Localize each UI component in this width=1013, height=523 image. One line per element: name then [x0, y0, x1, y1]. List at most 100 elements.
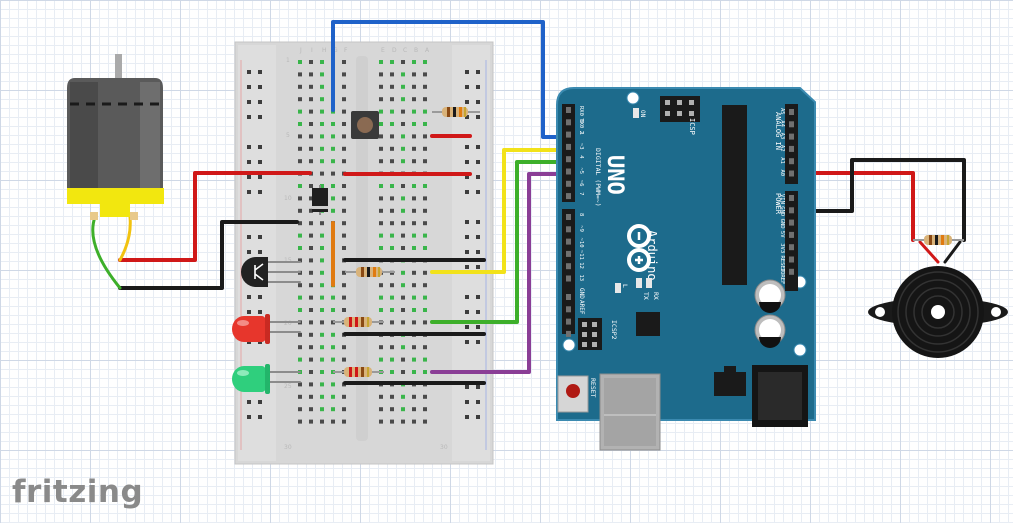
icsp-pin	[689, 100, 694, 105]
digital-pin-socket[interactable]	[566, 306, 571, 313]
analog-pin-socket[interactable]	[789, 158, 794, 165]
breadboard-hole	[412, 270, 416, 275]
row-label: 1	[286, 57, 290, 64]
digital-pin-socket[interactable]	[566, 107, 571, 113]
rail-hole	[258, 310, 262, 314]
breadboard-hole	[342, 196, 346, 201]
digital-pin-socket[interactable]	[566, 238, 571, 245]
breadboard-hole	[331, 295, 335, 300]
rail-hole	[247, 190, 251, 194]
analog-pin-socket[interactable]	[789, 145, 794, 152]
rail-hole	[465, 115, 469, 119]
breadboard-hole	[309, 159, 313, 164]
digital-pin-socket[interactable]	[566, 214, 571, 220]
usb-port[interactable]	[599, 373, 661, 451]
breadboard-hole	[309, 221, 313, 226]
rail-hole	[247, 310, 251, 314]
column-label: A	[425, 47, 430, 54]
motor-shaft	[115, 54, 122, 82]
reset-button[interactable]	[557, 375, 589, 413]
digital-pin-sockets	[566, 107, 571, 337]
analog-pin-socket[interactable]	[789, 121, 794, 128]
wire-red-a0[interactable]	[796, 171, 915, 242]
digital-pin-socket[interactable]	[566, 143, 571, 150]
breadboard-hole	[423, 196, 427, 201]
digital-pin-socket[interactable]	[566, 131, 571, 138]
digital-header-upper	[562, 104, 575, 202]
power-pin-socket[interactable]	[789, 207, 794, 214]
digital-pin-socket[interactable]	[566, 250, 571, 257]
power-pin-socket[interactable]	[789, 256, 794, 263]
breadboard-hole	[320, 320, 324, 325]
power-pin-socket[interactable]	[789, 195, 794, 201]
wire-black-motor[interactable]	[118, 220, 299, 290]
breadboard-hole	[342, 357, 346, 362]
wire-blue-pin2[interactable]	[331, 20, 570, 139]
breadboard-hole	[379, 97, 383, 102]
breadboard-hole	[423, 146, 427, 151]
breadboard-hole	[412, 345, 416, 350]
breadboard-hole	[379, 394, 383, 399]
power-pin-socket[interactable]	[789, 244, 794, 251]
breadboard-hole	[412, 84, 416, 89]
label-icsp2: ICSP2	[610, 320, 618, 340]
column-label: H	[322, 47, 327, 54]
digital-pin-socket[interactable]	[566, 180, 571, 187]
digital-pin-socket[interactable]	[566, 275, 571, 282]
power-pin-label: 5V	[779, 231, 785, 238]
digital-pin-socket[interactable]	[566, 156, 571, 163]
label-rx: RX	[652, 292, 660, 300]
pushbutton-icon[interactable]	[357, 117, 373, 133]
wire-green-pin4[interactable]	[430, 160, 570, 324]
wire-purple-pin5[interactable]	[430, 172, 570, 374]
power-pin-socket[interactable]	[789, 231, 794, 238]
digital-pin-socket[interactable]	[566, 263, 571, 270]
digital-pin-socket[interactable]	[566, 193, 571, 200]
breadboard-hole	[390, 146, 394, 151]
analog-pin-socket[interactable]	[789, 133, 794, 140]
breadboard-holes	[247, 60, 480, 424]
breadboard-hole	[320, 345, 324, 350]
fritzing-logo: fritzing	[12, 474, 144, 510]
breadboard-hole	[320, 419, 324, 424]
wire-yellow-pin3[interactable]	[430, 148, 570, 274]
analog-pin-socket[interactable]	[789, 170, 794, 177]
breadboard-hole	[298, 345, 302, 350]
breadboard-hole	[342, 270, 346, 275]
breadboard-hole	[342, 97, 346, 102]
analog-pin-socket[interactable]	[789, 109, 794, 115]
breadboard-row-labels: 1 5 10 15 20 25 30 30	[284, 57, 448, 451]
breadboard-hole	[298, 246, 302, 250]
on-led	[633, 108, 639, 118]
breadboard-hole	[320, 97, 324, 102]
digital-pin-socket[interactable]	[566, 294, 571, 300]
digital-pin-socket[interactable]	[566, 168, 571, 175]
digital-pin-label: 7	[578, 192, 584, 195]
digital-pin-socket[interactable]	[566, 330, 571, 337]
breadboard-hole	[320, 84, 324, 89]
digital-pin-socket[interactable]	[566, 226, 571, 233]
digital-pin-socket[interactable]	[566, 318, 571, 325]
pushbutton[interactable]	[351, 111, 379, 139]
breadboard-hole	[320, 295, 324, 300]
breadboard-hole	[379, 407, 383, 412]
rail-hole	[247, 250, 251, 254]
breadboard-hole	[320, 270, 324, 275]
icsp2-pin	[582, 342, 587, 347]
breadboard-hole	[320, 357, 324, 362]
breadboard-hole	[401, 320, 405, 325]
breadboard-hole	[379, 109, 383, 114]
breadboard-hole	[379, 72, 383, 77]
wire-red-motor[interactable]	[118, 171, 312, 262]
rail-hole	[258, 190, 262, 194]
digital-pin-socket[interactable]	[566, 119, 571, 126]
breadboard-hole	[390, 109, 394, 114]
power-pin-socket[interactable]	[789, 219, 794, 226]
rail-hole	[465, 190, 469, 194]
power-pin-socket[interactable]	[789, 268, 794, 275]
breadboard-hole	[320, 134, 324, 139]
rail-hole	[247, 100, 251, 104]
breadboard-hole	[309, 320, 313, 325]
tx-led	[636, 278, 642, 288]
wire-black-gnd[interactable]	[796, 158, 966, 242]
